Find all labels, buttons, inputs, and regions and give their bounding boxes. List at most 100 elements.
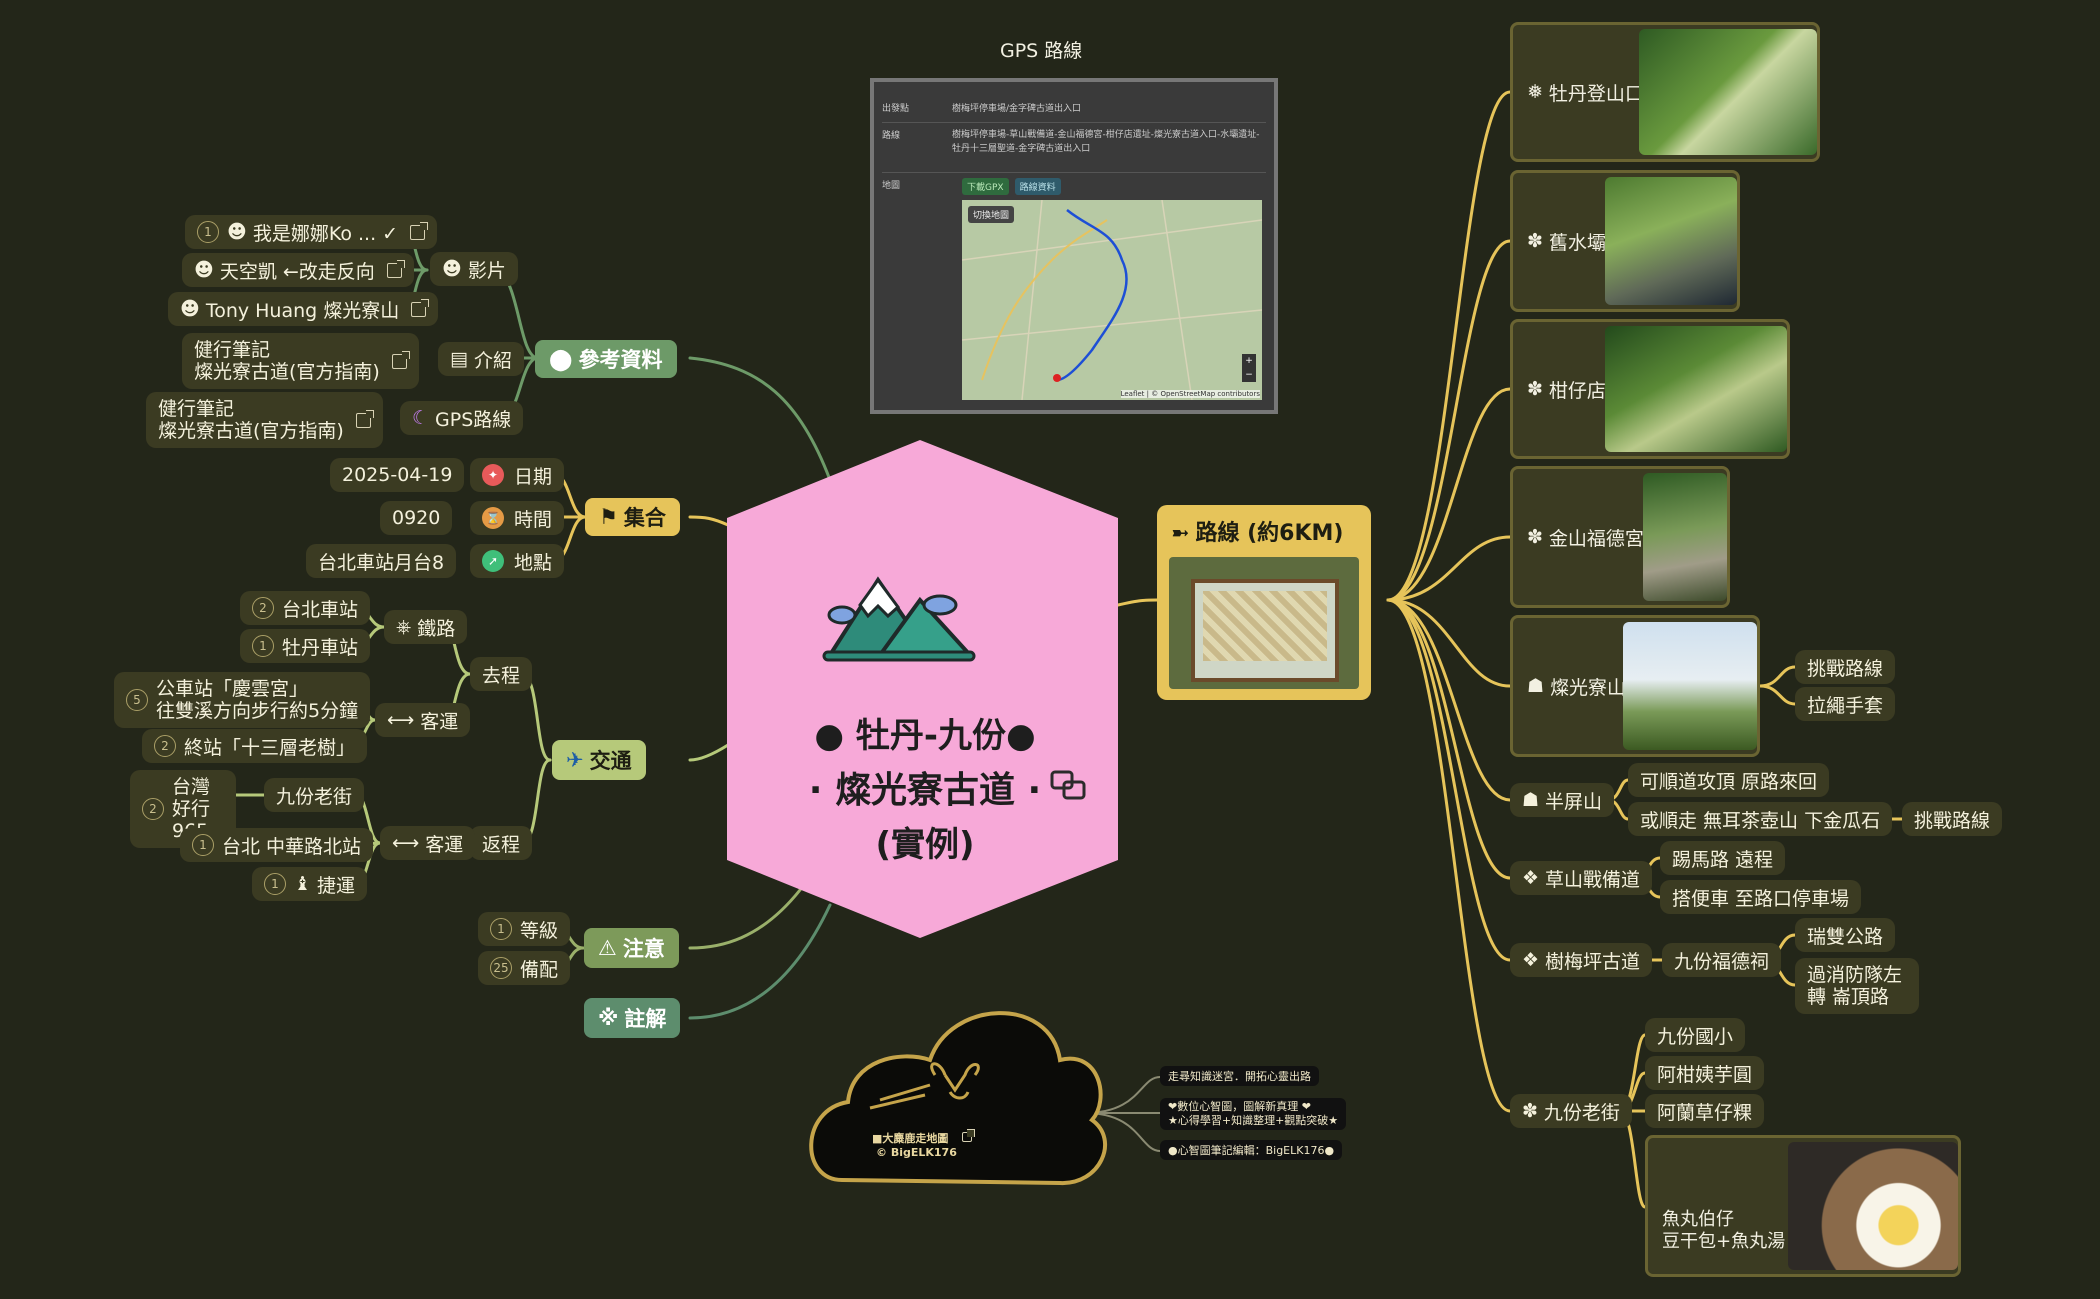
gps-section-title: GPS 路線 xyxy=(1000,40,1083,62)
circle-icon: ⬤ xyxy=(549,347,573,371)
return-node[interactable]: 返程 xyxy=(470,826,533,860)
footer-note-2: ❤數位心智圖，圖解新真理 ❤ ★心得學習+知識整理+觀點突破★ xyxy=(1160,1098,1347,1130)
return-bus-node[interactable]: ⟷客運 xyxy=(380,826,476,860)
video-item-3[interactable]: ☻ Tony Huang 燦光寮山 xyxy=(168,292,439,326)
gps-map-buttons: 下載GPX 路線資料 xyxy=(962,178,1061,195)
external-link-icon[interactable] xyxy=(410,221,429,240)
references-label: 參考資料 xyxy=(578,348,663,372)
jiufen-child-1: 九份國小 xyxy=(1645,1018,1746,1052)
face-icon: ☻ xyxy=(194,259,214,281)
intro-link-text: 健行筆記 燦光寮古道(官方指南) xyxy=(194,339,380,383)
external-link-icon[interactable] xyxy=(355,409,374,428)
stop-grocery[interactable]: ✽柑仔店 xyxy=(1510,319,1790,459)
bus-label: 客運 xyxy=(420,710,459,733)
return-bus-item-1: 九份老街 xyxy=(264,778,365,812)
deer-logo-icon xyxy=(869,1062,980,1110)
gps-node[interactable]: ☾GPS路線 xyxy=(400,401,524,435)
return-bus-item-3: 1♝捷運 xyxy=(252,867,368,901)
diamond-cross-icon: ❖ xyxy=(1522,867,1540,889)
assembly-date-key: ✦日期 xyxy=(470,458,565,492)
stop-name: 燦光寮山 xyxy=(1550,676,1627,699)
cloud-icon: ☗ xyxy=(1522,789,1540,811)
edge-remarks xyxy=(688,903,832,1020)
hourglass-icon: ⌛ xyxy=(482,507,504,529)
trail-map-board-icon xyxy=(1191,579,1339,682)
gps-map[interactable]: 切換地圖 +− Leaflet | © OpenStreetMap contri… xyxy=(962,200,1262,400)
route-info-button[interactable]: 路線資料 xyxy=(1014,178,1061,195)
line1: 公車站「慶雲宮」 xyxy=(156,678,309,700)
gps-row-value: 樹梅坪停車場-草山戰備道-金山福德宮-柑仔店遺址-燦光寮古道入口-水壩遺址-牡丹… xyxy=(952,130,1260,154)
stop-jiufen-street[interactable]: ✽九份老街 xyxy=(1510,1094,1632,1128)
remarks-node[interactable]: ※註解 xyxy=(584,998,681,1038)
video-title: Tony Huang 燦光寮山 xyxy=(205,299,400,322)
stop-name: 樹梅坪古道 xyxy=(1545,950,1641,973)
stop-shumeiping[interactable]: ❖樹梅坪古道 xyxy=(1510,943,1653,977)
old-dam-photo xyxy=(1605,177,1737,305)
intro-link[interactable]: 健行筆記 燦光寮古道(官方指南) xyxy=(182,333,419,389)
jiufen-food-card[interactable]: 魚丸伯仔 豆干包+魚丸湯 xyxy=(1645,1135,1961,1277)
badge: 1 xyxy=(252,635,274,657)
references-node[interactable]: ⬤參考資料 xyxy=(535,340,677,378)
badge: 2 xyxy=(154,735,176,757)
download-gpx-button[interactable]: 下載GPX xyxy=(962,178,1009,195)
footer-logo-line2: © BigELK176 xyxy=(876,1146,957,1159)
map-zoom-control[interactable]: +− xyxy=(1242,354,1256,382)
rail-node[interactable]: ⎈鐵路 xyxy=(384,610,468,644)
intro-node[interactable]: ▤介紹 xyxy=(438,342,524,376)
route-node[interactable]: ➼路線 (約6KM) xyxy=(1157,505,1371,700)
badge: 2 xyxy=(142,798,164,820)
rail-label: 鐵路 xyxy=(417,617,456,640)
gps-link[interactable]: 健行筆記 燦光寮古道(官方指南) xyxy=(146,392,383,448)
food-caption: 魚丸伯仔 豆干包+魚丸湯 xyxy=(1662,1209,1785,1253)
external-link-icon[interactable] xyxy=(411,298,430,317)
snowflake-icon: ❅ xyxy=(1527,81,1543,103)
stop-peony-trailhead[interactable]: ❅牡丹登山口 xyxy=(1510,22,1820,162)
center-hexagon xyxy=(727,440,1118,938)
rail-station: 台北車站 xyxy=(282,598,359,621)
outbound-bus-item-1: 5 公車站「慶雲宮」 往雙溪方向步行約5分鐘 xyxy=(114,672,371,728)
external-link-icon[interactable] xyxy=(386,259,405,278)
caoshan-child-1: 踢馬路 遠程 xyxy=(1660,841,1786,875)
external-link-icon[interactable] xyxy=(391,350,410,369)
stop-caoshan-road[interactable]: ❖草山戰備道 xyxy=(1510,861,1653,895)
document-icon: ▤ xyxy=(450,348,468,370)
gps-line2: 燦光寮古道(官方指南) xyxy=(158,420,344,442)
arrow-icon: ➼ xyxy=(1171,521,1190,546)
center-title: ● 牡丹-九份● · 燦光寮古道 · (實例) xyxy=(735,708,1115,866)
mountain-icon xyxy=(822,576,976,662)
stop-canguangliao[interactable]: ☗燦光寮山 xyxy=(1510,615,1760,757)
video-item-2[interactable]: ☻ 天空凱 ←改走反向 xyxy=(182,253,414,287)
stop-old-dam[interactable]: ✽舊水壩 xyxy=(1510,170,1740,312)
notice-node[interactable]: ⚠注意 xyxy=(584,928,679,968)
assembly-label: 集合 xyxy=(623,506,666,530)
videos-node[interactable]: ☻影片 xyxy=(430,252,518,286)
stop-text: 台北 中華路北站 xyxy=(222,835,362,858)
stop-banpingshan[interactable]: ☗半屏山 xyxy=(1510,783,1615,817)
badge: 1 xyxy=(197,221,219,243)
notice-text: 備配 xyxy=(520,958,559,981)
outbound-node[interactable]: 去程 xyxy=(470,657,533,691)
assembly-node[interactable]: ⚑集合 xyxy=(585,498,680,536)
outbound-bus-node[interactable]: ⟷客運 xyxy=(375,703,471,737)
video-item-1[interactable]: 1 ☻ 我是娜娜Ko ... ✓ xyxy=(185,215,438,249)
external-link-icon[interactable] xyxy=(962,1129,976,1142)
gps-label: GPS路線 xyxy=(435,408,512,431)
shumeiping-grandchild-1: 瑞雙公路 xyxy=(1795,918,1896,952)
video-title: 天空凱 ←改走反向 xyxy=(219,260,375,283)
gps-row-start: 出發點 樹梅坪停車場/金字碑古道出入口 xyxy=(882,92,1266,123)
banpingshan-grandchild: 挑戰路線 xyxy=(1902,802,2003,836)
map-layer-dropdown[interactable]: 切換地圖 xyxy=(968,206,1015,223)
intro-line1: 健行筆記 xyxy=(194,339,271,361)
canguangliao-child-1: 挑戰路線 xyxy=(1795,650,1896,684)
key-label: 日期 xyxy=(514,465,553,488)
footer-logo[interactable]: ■大麋鹿走地圖 © BigELK176 xyxy=(872,1129,976,1159)
stop-jinshan-temple[interactable]: ✽金山福德宮 xyxy=(1510,466,1730,608)
footer-logo-line1: ■大麋鹿走地圖 xyxy=(872,1129,976,1146)
assembly-time-value: 0920 xyxy=(380,501,453,535)
transport-node[interactable]: ✈交通 xyxy=(552,740,646,780)
edge-assembly xyxy=(688,515,730,527)
badge: 1 xyxy=(264,873,286,895)
footer-note-1: 走尋知識迷宮．開拓心靈出路 xyxy=(1160,1066,1319,1086)
